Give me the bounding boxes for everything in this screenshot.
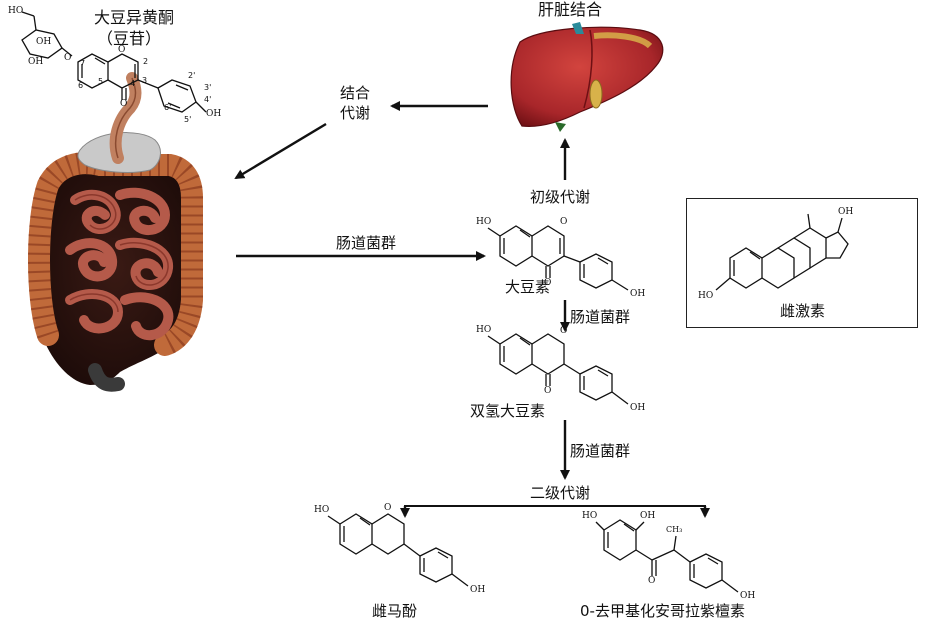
- arrows: [234, 101, 710, 518]
- molecule-structures: [21, 11, 849, 593]
- label-secondary-metab: 二级代谢: [530, 484, 591, 502]
- equol-o-ring: O: [384, 503, 392, 513]
- daidzein-oh: OH: [630, 289, 646, 299]
- daidzin-o-ring: O: [118, 45, 126, 55]
- intestine-illustration: [28, 72, 203, 392]
- dihydro-o-ring: O: [560, 326, 568, 336]
- odma-oh-2: OH: [740, 591, 756, 601]
- odma-o-keto: O: [648, 576, 656, 586]
- label-equol: 雌马酚: [372, 602, 418, 620]
- daidzein-ho: HO: [476, 217, 492, 227]
- label-daidzin: 大豆异黄酮: [94, 8, 175, 27]
- odma-structure: [595, 519, 739, 593]
- label-odma: 0-去甲基化安哥拉紫檀素: [580, 602, 745, 620]
- estradiol-box: [686, 198, 918, 328]
- daidzin-o-link: O: [64, 53, 72, 63]
- label-gut-flora-main: 肠道菌群: [336, 234, 397, 252]
- daidzein-o-ring: O: [560, 217, 568, 227]
- daidzin-ho: HO: [8, 6, 24, 16]
- label-dihydrodaidzein: 双氢大豆素: [470, 402, 546, 420]
- dihydro-o-keto: O: [544, 386, 552, 396]
- daidzin-oh-2: OH: [28, 57, 44, 67]
- liver-illustration: [510, 22, 664, 132]
- daidzin-o-keto: O: [120, 99, 128, 109]
- odma-ch3: CH₃: [666, 525, 683, 534]
- num-3p: 3': [204, 83, 212, 92]
- num-5p: 5': [184, 115, 192, 124]
- odma-oh-1: OH: [640, 511, 656, 521]
- label-conjugation-line2: 代谢: [340, 104, 371, 122]
- arrow-conjugation-to-gut: [234, 122, 327, 180]
- equol-ho: HO: [314, 505, 330, 515]
- num-5: 5: [98, 77, 104, 86]
- num-3: 3: [142, 76, 148, 85]
- label-gut-flora-2: 肠道菌群: [570, 308, 631, 326]
- dihydro-oh: OH: [630, 403, 646, 413]
- estradiol-oh: OH: [838, 207, 854, 217]
- label-estradiol: 雌激素: [780, 302, 826, 320]
- label-gut-flora-3: 肠道菌群: [570, 442, 631, 460]
- num-4p: 4': [204, 95, 212, 104]
- label-primary-metab: 初级代谢: [530, 188, 591, 206]
- estradiol-structure: [715, 213, 849, 291]
- num-7: 7: [80, 59, 86, 68]
- label-daidzin-sub: （豆苷）: [97, 29, 162, 48]
- num-2: 2: [143, 57, 149, 66]
- equol-oh: OH: [470, 585, 486, 595]
- label-daidzein: 大豆素: [505, 278, 551, 296]
- bracket-secondary-split: [404, 505, 706, 515]
- num-4: 4: [130, 79, 136, 88]
- estradiol-ho: HO: [698, 291, 714, 301]
- dihydro-ho: HO: [476, 325, 492, 335]
- num-6p: 6': [164, 103, 172, 112]
- daidzein-o-keto: O: [544, 278, 552, 288]
- label-liver-conjugation: 肝脏结合: [538, 0, 603, 19]
- daidzein-structure: [487, 225, 629, 291]
- daidzin-structure: [21, 11, 207, 113]
- num-6: 6: [78, 81, 84, 90]
- odma-ho: HO: [582, 511, 598, 521]
- dihydrodaidzein-structure: [487, 333, 629, 405]
- equol-structure: [327, 513, 469, 587]
- daidzin-oh-1: OH: [36, 37, 52, 47]
- label-conjugation-line1: 结合: [340, 84, 371, 102]
- num-2p: 2': [188, 71, 196, 80]
- daidzin-oh-b: OH: [206, 109, 222, 119]
